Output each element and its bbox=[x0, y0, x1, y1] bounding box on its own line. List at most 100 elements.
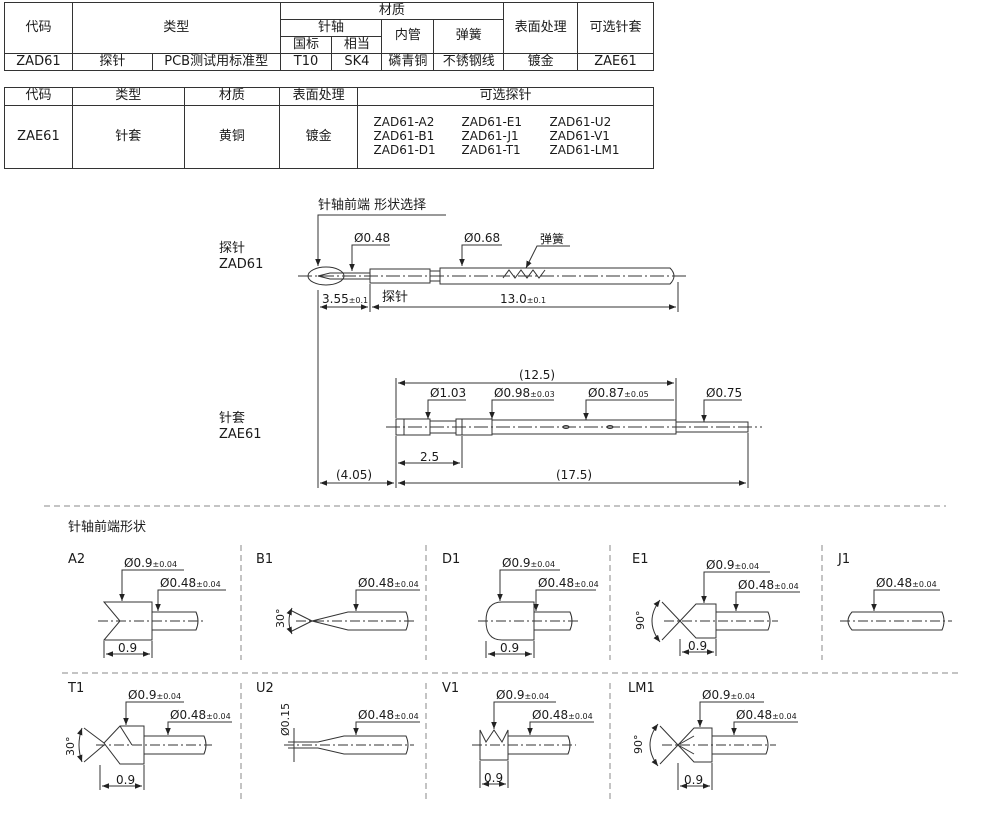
d087-leader bbox=[583, 399, 674, 420]
a2-head bbox=[102, 601, 153, 641]
svg-text:Ø0.9±0.04: Ø0.9±0.04 bbox=[502, 556, 555, 570]
cell-tube: 磷青铜 bbox=[381, 53, 435, 71]
tip-section-title: 针轴前端形状 bbox=[68, 519, 146, 535]
svg-text:30°: 30° bbox=[64, 737, 77, 757]
tip-select-leader bbox=[315, 214, 446, 266]
header-surface: 表面处理 bbox=[279, 87, 359, 106]
tip-label-a2: A2 bbox=[68, 552, 85, 567]
svg-text:0.9: 0.9 bbox=[684, 773, 703, 787]
probe-code-item: ZAD61-J1 bbox=[461, 129, 519, 144]
cell-code: ZAE61 bbox=[4, 105, 73, 169]
probe-code: ZAD61 bbox=[219, 257, 263, 272]
d048-text: Ø0.48 bbox=[354, 231, 390, 245]
header-type: 类型 bbox=[71, 2, 281, 54]
d068-text: Ø0.68 bbox=[464, 231, 500, 245]
svg-text:90°: 90° bbox=[632, 735, 645, 755]
header-eq: 相当 bbox=[331, 36, 383, 54]
t1-head bbox=[103, 725, 145, 765]
cell-surface: 镀金 bbox=[503, 53, 579, 71]
cell-eq: SK4 bbox=[331, 53, 383, 71]
d068-leader bbox=[459, 244, 502, 266]
cell-type: 针套 bbox=[71, 105, 185, 169]
tip-b1: B1 30° Ø0.48±0.04 bbox=[256, 552, 420, 635]
d103-text: Ø1.03 bbox=[430, 386, 466, 400]
tip-label-e1: E1 bbox=[632, 552, 649, 567]
table-row: ZAD61 探针 PCB测试用标准型 T10 SK4 磷青铜 不锈钢线 镀金 Z… bbox=[4, 53, 654, 71]
svg-text:Ø0.48±0.04: Ø0.48±0.04 bbox=[532, 708, 593, 722]
d087-text: Ø0.87±0.05 bbox=[588, 386, 649, 400]
header-code: 代码 bbox=[4, 2, 73, 54]
svg-text:0.9: 0.9 bbox=[500, 641, 519, 655]
header-tube: 内管 bbox=[381, 19, 435, 54]
probe-code-item: ZAD61-E1 bbox=[461, 115, 523, 130]
svg-text:Ø0.9±0.04: Ø0.9±0.04 bbox=[496, 688, 549, 702]
tip-u2: U2 Ø0.15 Ø0.48±0.04 bbox=[256, 681, 420, 762]
cell-code: ZAD61 bbox=[4, 53, 73, 71]
svg-text:90°: 90° bbox=[634, 611, 647, 631]
tip-label-t1: T1 bbox=[67, 681, 84, 696]
probe-drawing: 针轴前端 形状选择 探针 ZAD61 Ø0.48 Ø0.68 弹簧 3.55±0… bbox=[219, 197, 686, 488]
probe-label: 探针 bbox=[219, 241, 245, 256]
probe-spec-table: 代码 类型 材质 表面处理 可选针套 针轴 内管 弹簧 国标 相当 ZAD61 … bbox=[4, 2, 654, 71]
d075-text: Ø0.75 bbox=[706, 386, 742, 400]
len13-text: 13.0±0.1 bbox=[500, 292, 546, 306]
svg-text:Ø0.9±0.04: Ø0.9±0.04 bbox=[124, 556, 177, 570]
j1-shaft bbox=[847, 611, 945, 631]
tip-lm1: LM1 90° Ø0.9±0.04 Ø0.48±0.04 0.9 bbox=[628, 681, 798, 790]
probe-code-item: ZAD61-A2 bbox=[373, 115, 435, 130]
e1-head bbox=[679, 603, 717, 639]
svg-text:Ø0.15: Ø0.15 bbox=[279, 703, 292, 736]
cell-socket: ZAE61 bbox=[577, 53, 654, 71]
tip-label-d1: D1 bbox=[442, 552, 460, 567]
len175-text: (17.5) bbox=[556, 468, 592, 482]
header-cn: 国标 bbox=[279, 36, 333, 54]
tip-t1: T1 30° Ø0.9±0.04 Ø0.48±0.04 0.9 bbox=[64, 681, 232, 790]
svg-text:0.9: 0.9 bbox=[484, 771, 503, 785]
socket-spec-table: 代码 类型 材质 表面处理 可选探针 ZAE61 针套 黄铜 镀金 ZAD61-… bbox=[4, 87, 654, 169]
svg-text:Ø0.48±0.04: Ø0.48±0.04 bbox=[538, 576, 599, 590]
cell-spring: 不锈钢线 bbox=[433, 53, 505, 71]
d075-leader bbox=[701, 399, 742, 422]
probe-code-item: ZAD61-T1 bbox=[461, 143, 521, 158]
tip-label-j1: J1 bbox=[837, 552, 850, 567]
header-spring: 弹簧 bbox=[433, 19, 505, 54]
len355-text: 3.55±0.1 bbox=[322, 292, 368, 306]
len125-text: (12.5) bbox=[519, 368, 555, 382]
tip-v1: V1 Ø0.9±0.04 Ø0.48±0.04 0.9 bbox=[442, 681, 594, 788]
probe-barrel bbox=[439, 267, 675, 285]
svg-text:0.9: 0.9 bbox=[118, 641, 137, 655]
lm1-shaft bbox=[712, 735, 769, 755]
v1-head bbox=[479, 729, 509, 761]
spring-leader bbox=[525, 245, 570, 269]
tip-label-v1: V1 bbox=[442, 681, 459, 696]
svg-text:Ø0.48±0.04: Ø0.48±0.04 bbox=[358, 576, 419, 590]
tip-e1: E1 90° Ø0.9±0.04 Ø0.48±0.04 0.9 bbox=[632, 552, 800, 656]
socket-label: 针套 bbox=[219, 410, 245, 426]
tip-label-b1: B1 bbox=[256, 552, 273, 567]
svg-text:30°: 30° bbox=[274, 609, 287, 629]
e1-shaft bbox=[716, 611, 771, 631]
tip-a2: A2 Ø0.9±0.04 Ø0.48±0.04 0.9 bbox=[68, 552, 226, 658]
socket-code: ZAE61 bbox=[219, 427, 262, 442]
tip-d1: D1 Ø0.9±0.04 Ø0.48±0.04 0.9 bbox=[442, 552, 599, 658]
cell-cn: T10 bbox=[279, 53, 333, 71]
probe-code-item: ZAD61-D1 bbox=[373, 143, 436, 158]
svg-text:Ø0.9±0.04: Ø0.9±0.04 bbox=[706, 558, 759, 572]
tip-label-lm1: LM1 bbox=[628, 681, 655, 696]
d103-leader bbox=[425, 399, 466, 419]
spring-zigzag bbox=[502, 269, 546, 279]
svg-text:0.9: 0.9 bbox=[688, 639, 707, 653]
tip-label-u2: U2 bbox=[256, 681, 274, 696]
svg-text:Ø0.48±0.04: Ø0.48±0.04 bbox=[738, 578, 799, 592]
d098-leader bbox=[489, 399, 554, 419]
d098-text: Ø0.98±0.03 bbox=[494, 386, 555, 400]
tip-select-label: 针轴前端 形状选择 bbox=[318, 197, 426, 213]
cell-type2: PCB测试用标准型 bbox=[151, 53, 281, 71]
